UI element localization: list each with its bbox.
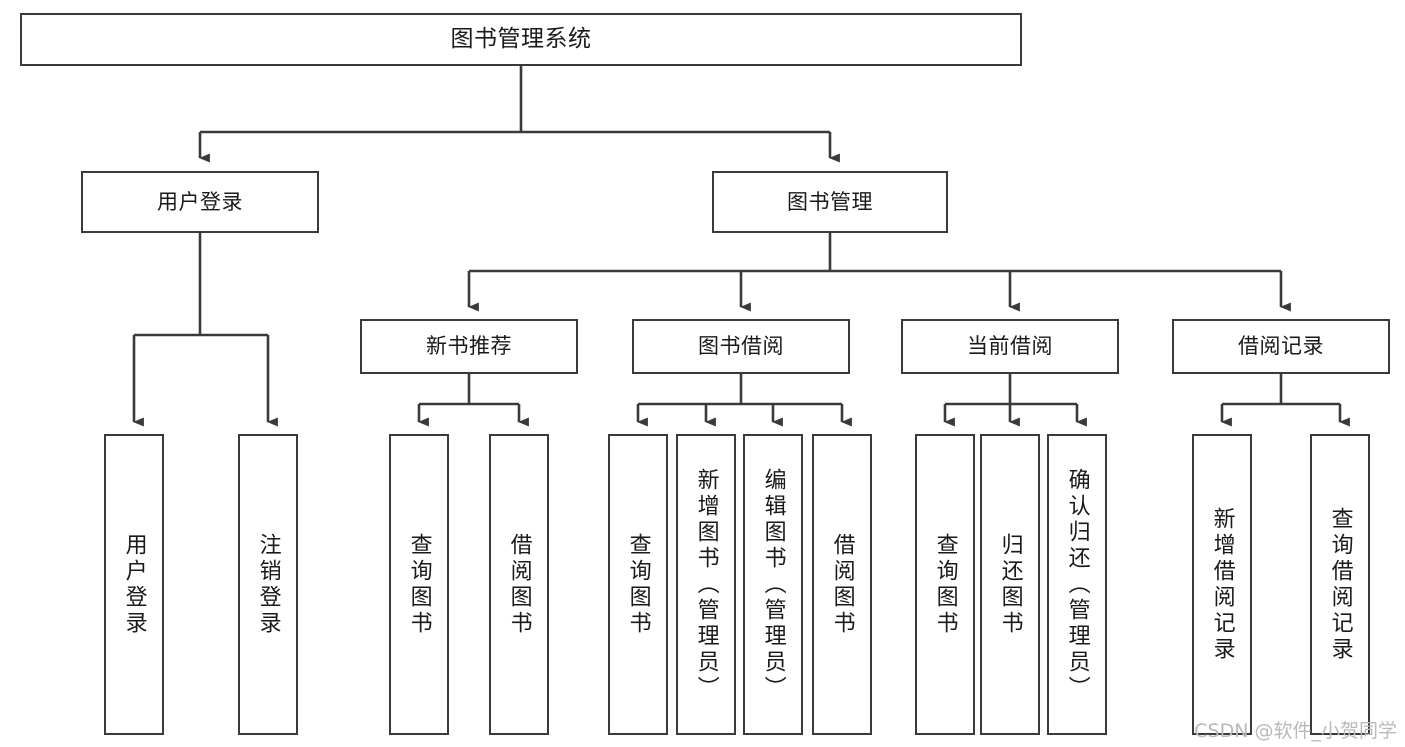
node-leaf-add-book[interactable]: 新增图书（管理员） — [676, 434, 736, 735]
node-label: 借阅图书 — [829, 532, 855, 637]
node-label: 查询借阅记录 — [1327, 506, 1353, 663]
node-label: 图书管理系统 — [450, 26, 592, 53]
node-label: 归还图书 — [997, 532, 1023, 637]
node-new-book-recommend[interactable]: 新书推荐 — [360, 319, 578, 374]
node-user-login[interactable]: 用户登录 — [81, 171, 319, 233]
node-label: 图书管理 — [787, 189, 873, 214]
node-label: 用户登录 — [157, 189, 243, 214]
node-leaf-edit-book[interactable]: 编辑图书（管理员） — [743, 434, 803, 735]
node-label: 新书推荐 — [426, 334, 512, 359]
node-label: 查询图书 — [625, 532, 651, 637]
csdn-watermark: CSDN @软件_小贺同学 — [1194, 720, 1397, 742]
node-label: 新增借阅记录 — [1209, 506, 1235, 663]
node-label: 新增图书（管理员） — [693, 467, 719, 702]
node-leaf-user-logout[interactable]: 注销登录 — [238, 434, 298, 735]
node-label: 查询图书 — [932, 532, 958, 637]
node-leaf-query-book-1[interactable]: 查询图书 — [389, 434, 449, 735]
node-label: 注销登录 — [255, 532, 281, 637]
node-book-borrow[interactable]: 图书借阅 — [632, 319, 850, 374]
node-label: 用户登录 — [121, 532, 147, 637]
node-borrow-record[interactable]: 借阅记录 — [1172, 319, 1390, 374]
node-label: 当前借阅 — [967, 334, 1053, 359]
node-label: 查询图书 — [406, 532, 432, 637]
node-leaf-query-book-2[interactable]: 查询图书 — [608, 434, 668, 735]
node-leaf-query-book-3[interactable]: 查询图书 — [915, 434, 975, 735]
node-label: 图书借阅 — [698, 334, 784, 359]
node-label: 借阅图书 — [506, 532, 532, 637]
node-leaf-user-login[interactable]: 用户登录 — [104, 434, 164, 735]
node-leaf-query-borrow-record[interactable]: 查询借阅记录 — [1310, 434, 1370, 735]
node-label: 编辑图书（管理员） — [760, 467, 786, 702]
node-leaf-borrow-book-2[interactable]: 借阅图书 — [812, 434, 872, 735]
node-leaf-borrow-book-1[interactable]: 借阅图书 — [489, 434, 549, 735]
node-book-management[interactable]: 图书管理 — [712, 171, 948, 233]
node-label: 确认归还（管理员） — [1064, 467, 1090, 702]
node-label: 借阅记录 — [1238, 334, 1324, 359]
node-leaf-confirm-return[interactable]: 确认归还（管理员） — [1047, 434, 1107, 735]
node-leaf-add-borrow-record[interactable]: 新增借阅记录 — [1192, 434, 1252, 735]
node-leaf-return-book[interactable]: 归还图书 — [980, 434, 1040, 735]
node-root-system[interactable]: 图书管理系统 — [20, 13, 1022, 66]
node-current-borrow[interactable]: 当前借阅 — [901, 319, 1119, 374]
